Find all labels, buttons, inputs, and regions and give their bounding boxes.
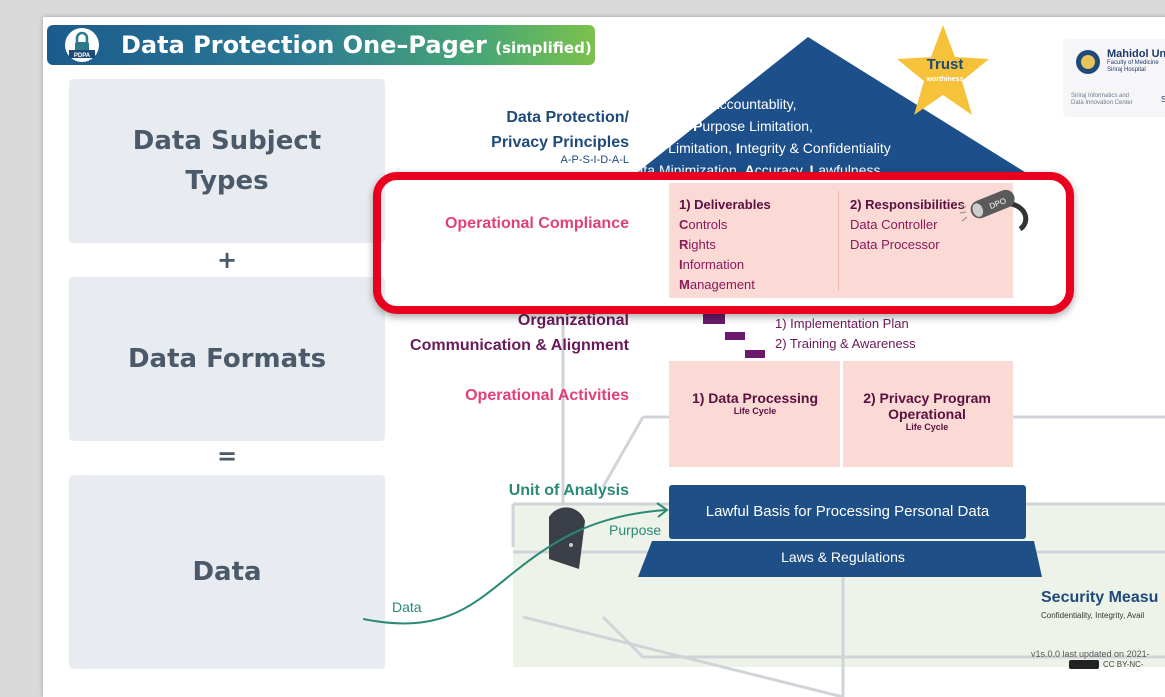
deliverable-controls: Controls	[679, 217, 728, 232]
page-title-main: Data Protection One–Pager	[121, 31, 487, 59]
responsibility-processor: Data Processor	[850, 237, 940, 252]
security-sub: Confidentiality, Integrity, Avail	[1041, 611, 1145, 620]
org-sub2: Siriraj Hospital	[1107, 67, 1146, 73]
page-title-sub: (simplified)	[495, 39, 592, 57]
data-label: Data	[192, 557, 262, 587]
equals-operator: =	[216, 442, 238, 470]
deliverables-title: 1) Deliverables	[679, 197, 771, 212]
center-tail: Si	[1161, 95, 1165, 104]
deliverable-rights: Rights	[679, 237, 716, 252]
pdpa-text: PDPA	[74, 53, 91, 59]
principle-line-2: Purpose Limitation,	[693, 118, 813, 134]
principle-line-3: Storage Limitation, Integrity & Confiden…	[615, 140, 891, 156]
version-text: v1s.0.0 last updated on 2021-	[1031, 649, 1150, 659]
activity-1-sub: Life Cycle	[733, 406, 777, 416]
security-title: Security Measu	[1041, 589, 1159, 606]
laws-label: Laws & Regulations	[781, 549, 905, 565]
star-text-1: Trust	[927, 56, 964, 73]
data-box: Data	[69, 475, 385, 669]
activity-2-title-1: 2) Privacy Program	[863, 390, 991, 406]
license-text: CC BY-NC-	[1103, 660, 1144, 669]
center-line2: Data Innovation Center	[1071, 100, 1133, 106]
title-bar: PDPA Data Protection One–Pager (simplifi…	[47, 25, 595, 65]
principles-label-1: Data Protection/	[506, 109, 629, 126]
data-flow-arrow	[363, 502, 669, 625]
data-subject-types-box: Data Subject Types	[69, 79, 385, 243]
compliance-panel	[669, 183, 1013, 298]
activity-privacy-program: 2) Privacy Program Operational Life Cycl…	[843, 390, 1011, 432]
star-text-2: worthiness	[926, 76, 964, 83]
communication-item-2: 2) Training & Awareness	[775, 336, 916, 351]
principles-roof	[629, 37, 1036, 179]
activity-2-sub: Life Cycle	[905, 422, 949, 432]
lawful-basis-box: Lawful Basis for Processing Personal Dat…	[669, 485, 1026, 539]
trust-star-icon: Trust worthiness	[897, 25, 989, 115]
cc-license-badge: CC BY-NC-	[1069, 660, 1144, 669]
principles-text: Accountablity, Purpose Limitation, Stora…	[491, 93, 1015, 181]
activity-data-processing: 1) Data Processing Life Cycle	[671, 390, 839, 416]
data-formats-label: Data Formats	[127, 344, 327, 374]
slide: PDPA Data Protection One–Pager (simplifi…	[43, 17, 1165, 697]
flow-data-label: Data	[392, 599, 422, 615]
communication-label-1: Organizational	[517, 312, 629, 329]
purpose-label: Purpose	[609, 522, 662, 538]
activity-1-title: 1) Data Processing	[691, 390, 819, 406]
door-icon	[549, 507, 585, 569]
compliance-label: Operational Compliance	[444, 215, 629, 232]
unit-of-analysis-label: Unit of Analysis	[508, 482, 629, 499]
university-seal-icon	[1076, 50, 1100, 74]
page-title: Data Protection One–Pager (simplified)	[121, 27, 592, 66]
principles-label-2: Privacy Principles	[491, 134, 629, 151]
deliverable-information: Information	[679, 257, 745, 272]
principles-acronym: A-P-S-I-D-A-L	[560, 154, 629, 166]
activities-label: Operational Activities	[465, 387, 629, 404]
highlight-rectangle	[373, 172, 1074, 314]
center-line1: Siriraj Informatics and	[1071, 93, 1130, 99]
communication-item-1: 1) Implementation Plan	[775, 316, 909, 331]
communication-items: 1) Implementation Plan 2) Training & Awa…	[775, 314, 916, 354]
deliverables-list: 1) Deliverables Controls Rights Informat…	[679, 195, 771, 295]
activities-panel	[669, 361, 1013, 467]
pdpa-lock-icon: PDPA	[65, 28, 99, 62]
laws-platform	[638, 541, 1042, 577]
org-sub1: Faculty of Medicine	[1107, 60, 1159, 66]
cc-icon	[1069, 660, 1099, 669]
lawful-basis-label: Lawful Basis for Processing Personal Dat…	[705, 503, 990, 520]
deliverable-management: Management	[679, 277, 755, 292]
org-logo-card: Mahidol Univ Faculty of Medicine Siriraj…	[1063, 39, 1165, 117]
principle-line-1: Accountablity,	[709, 96, 797, 112]
responsibilities-list: 2) Responsibilities Data Controller Data…	[850, 195, 965, 255]
activity-2-title-2: Operational	[888, 406, 966, 422]
dpo-camera-icon: DPO	[959, 189, 1029, 232]
communication-label-2: Communication & Alignment	[410, 337, 629, 354]
data-subject-types-label: Data Subject Types	[132, 126, 322, 196]
data-formats-box: Data Formats	[69, 277, 385, 441]
responsibility-controller: Data Controller	[850, 217, 938, 232]
responsibilities-title: 2) Responsibilities	[850, 197, 965, 212]
stairs-icon	[703, 312, 785, 372]
principles-label: Data Protection/ Privacy Principles	[403, 105, 629, 155]
communication-label: Organizational Communication & Alignment	[343, 308, 629, 358]
plus-operator: +	[216, 246, 238, 274]
org-name: Mahidol Univ	[1107, 48, 1165, 60]
